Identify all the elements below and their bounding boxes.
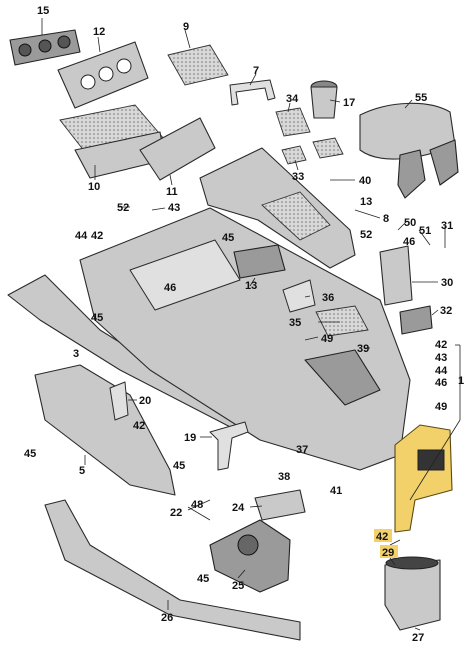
part-10-storage-tray <box>59 104 166 179</box>
part-19-bracket <box>209 421 249 471</box>
label-39: 39 <box>357 343 369 355</box>
part-34-mat <box>275 107 311 137</box>
label-49-a: 49 <box>321 333 333 345</box>
label-37: 37 <box>296 444 308 456</box>
label-45-b: 45 <box>91 312 103 324</box>
label-3: 3 <box>73 348 79 360</box>
label-50: 50 <box>404 217 416 229</box>
label-15: 15 <box>37 5 49 17</box>
label-7: 7 <box>253 65 259 77</box>
part-17-cup <box>310 80 338 119</box>
label-9: 9 <box>183 21 189 33</box>
label-46-a: 46 <box>403 236 415 248</box>
part-7-handle <box>229 79 276 106</box>
label-10: 10 <box>88 181 100 193</box>
label-25: 25 <box>232 580 244 592</box>
label-33: 33 <box>292 171 304 183</box>
label-24: 24 <box>232 502 245 514</box>
label-13-a: 13 <box>360 196 372 208</box>
label-34: 34 <box>286 93 299 105</box>
label-45-a: 45 <box>222 232 234 244</box>
part-55-armrest <box>359 102 459 199</box>
label-42-d-highlight <box>374 529 392 542</box>
label-55: 55 <box>415 92 427 104</box>
label-46-b: 46 <box>164 282 176 294</box>
label-30: 30 <box>441 277 453 289</box>
callout-labels: 15 12 9 7 34 17 55 10 11 33 40 13 8 52 4… <box>24 5 464 644</box>
label-31: 31 <box>441 220 453 232</box>
part-36-bracket <box>282 279 316 313</box>
label-29: 29 <box>382 547 394 559</box>
label-36: 36 <box>322 292 334 304</box>
label-43-a: 43 <box>168 202 180 214</box>
part-26-duct <box>44 499 301 641</box>
label-44-b: 44 <box>435 365 448 377</box>
label-40: 40 <box>359 175 371 187</box>
part-32-pad <box>399 305 433 335</box>
label-27: 27 <box>412 632 424 644</box>
label-42-d: 42 <box>376 531 388 543</box>
leader-lines <box>41 18 461 631</box>
label-20: 20 <box>139 395 151 407</box>
part-33-mat-a <box>281 145 307 165</box>
label-44-a: 44 <box>75 230 88 242</box>
label-52-b: 52 <box>117 202 129 214</box>
label-51: 51 <box>419 225 431 237</box>
part-15-control-panel <box>9 29 81 66</box>
label-22: 22 <box>170 507 182 519</box>
label-35: 35 <box>289 317 301 329</box>
part-9-mat <box>167 44 229 86</box>
label-29-highlight <box>380 545 398 558</box>
part-13-cupholder <box>233 244 286 279</box>
part-27-lower-bin <box>384 556 441 631</box>
label-42-a: 42 <box>91 230 103 242</box>
label-19: 19 <box>184 432 196 444</box>
label-52-a: 52 <box>360 229 372 241</box>
label-26: 26 <box>161 612 173 624</box>
part-33-mat-b <box>312 137 344 159</box>
part-20-bracket <box>109 381 129 421</box>
label-45-c: 45 <box>24 448 36 460</box>
part-1-console-body <box>79 207 411 471</box>
part-11-lid <box>139 117 216 181</box>
part-30-bracket <box>379 245 413 306</box>
part-35-mat <box>315 305 369 337</box>
label-49-b: 49 <box>435 401 447 413</box>
label-41: 41 <box>330 485 342 497</box>
part-25-shifter <box>209 519 291 593</box>
label-11: 11 <box>166 186 178 198</box>
part-12-trim-frame <box>57 41 149 109</box>
part-24-bracket <box>254 489 306 521</box>
label-38: 38 <box>278 471 290 483</box>
label-13-b: 13 <box>245 280 257 292</box>
label-17: 17 <box>343 97 355 109</box>
label-5: 5 <box>79 465 85 477</box>
label-45-d: 45 <box>173 460 185 472</box>
label-45-e: 45 <box>197 573 209 585</box>
label-43-b: 43 <box>435 352 447 364</box>
label-42-c: 42 <box>133 420 145 432</box>
label-8: 8 <box>383 213 389 225</box>
label-42-b: 42 <box>435 339 447 351</box>
label-48: 48 <box>191 499 203 511</box>
label-1: 1 <box>458 375 464 387</box>
label-32: 32 <box>440 305 452 317</box>
label-12: 12 <box>93 26 105 38</box>
part-5-lower-panel <box>34 364 176 496</box>
label-46-c: 46 <box>435 377 447 389</box>
